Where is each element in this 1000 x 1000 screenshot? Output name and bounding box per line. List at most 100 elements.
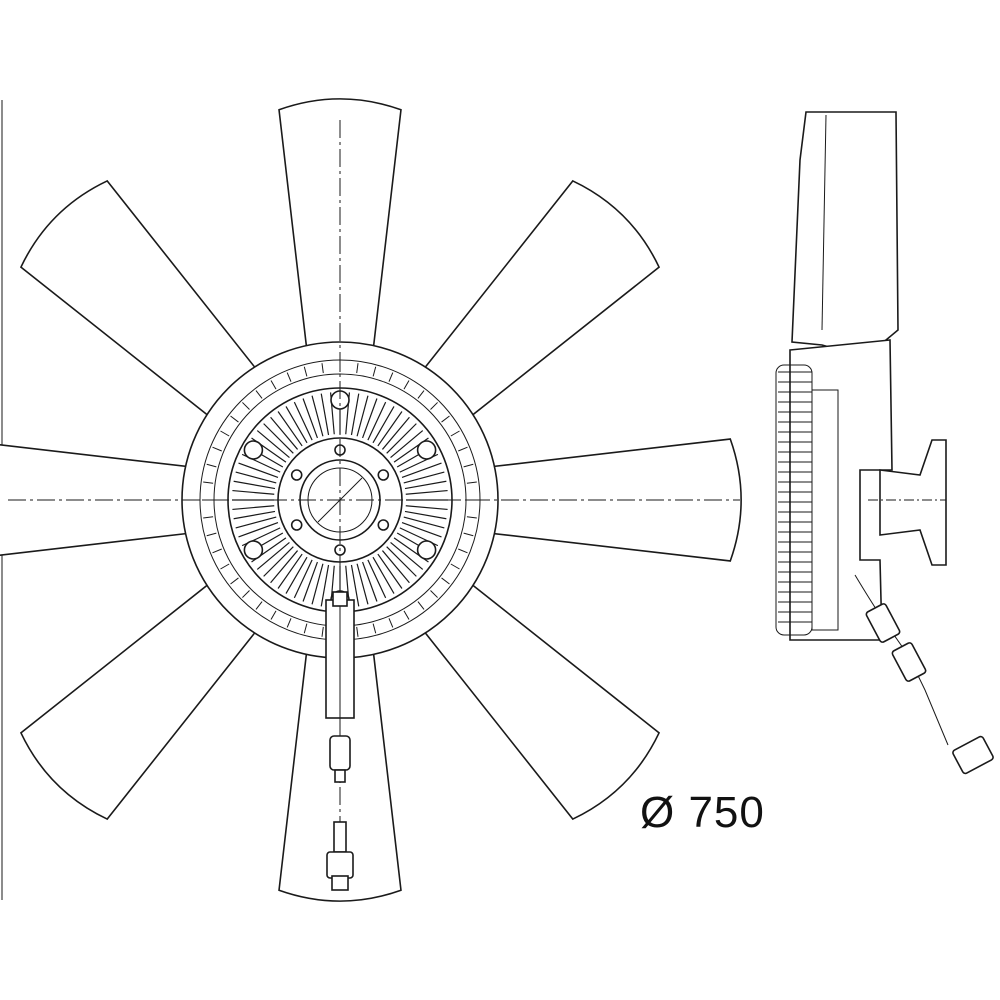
cooling-fin [403,471,445,484]
side-cable [854,574,994,775]
ring-slot [286,618,292,628]
ring-slot [321,363,324,374]
cooling-fin [377,411,403,447]
clutch-boss [243,440,264,460]
cooling-fin [233,510,276,520]
cooling-fin [302,561,318,602]
ring-slot [441,577,450,585]
ring-slot [242,590,250,598]
cooling-fin [235,471,277,484]
cooling-fin [285,556,308,594]
cooling-fin [386,546,417,577]
ring-slot [242,402,250,410]
ring-slots [202,362,478,638]
ring-slot [466,516,477,519]
fan-blades [0,98,742,902]
ring-slot [206,463,217,468]
cooling-fin [372,556,395,594]
cooling-fin [263,546,294,577]
ring-slot [220,563,230,570]
cooling-fin [405,489,448,495]
cooling-fin [401,522,442,538]
ring-slot [203,516,214,519]
cooling-fin [350,393,360,436]
cooling-fin [238,522,279,538]
cooling-fin [390,430,424,459]
ring-slot [372,623,377,634]
hub-bolt [377,519,390,531]
hub-bolt [377,469,390,481]
ring-slot [255,390,263,399]
cooling-fin [367,401,387,441]
cooling-fin [293,559,313,599]
side-clutch-core [811,389,839,631]
ring-slot [372,366,377,377]
fan-side-view [775,111,994,775]
cooling-fin [270,416,299,450]
fan-blade [485,438,742,562]
ring-slot [403,380,410,390]
ring-slot [220,430,230,437]
cooling-fin [285,406,308,444]
cooling-fin [390,541,424,570]
fan-blade [19,179,261,421]
cooling-fin [356,563,369,605]
ring-slot [417,390,425,399]
cooling-fin [238,462,279,478]
ring-slot [466,481,477,484]
ring-slot [388,372,394,382]
blade-edge-line [821,114,827,331]
clutch-boss [416,440,437,460]
cooling-fin [233,480,276,490]
cooling-fin [277,553,303,589]
cooling-fin [311,395,324,437]
cooling-fin [404,480,447,490]
clutch-boss [416,540,437,560]
ring-slot [450,430,460,437]
fan-blade [419,579,661,821]
hub-bolt [290,469,303,481]
cooling-fin [232,489,275,495]
ring-slot [430,590,438,598]
ring-slot [203,481,214,484]
ring-slot [458,446,468,452]
diameter-label: Ø 750 [640,788,765,837]
cooling-fin [256,541,290,570]
ring-slot [356,363,359,374]
cooling-fin [403,516,445,529]
ring-slot [286,372,292,382]
sensor-connector [329,718,351,783]
cooling-fin [381,550,410,584]
cooling-fin [232,505,275,511]
side-cooling-fins [775,364,813,636]
cooling-fin [350,564,360,607]
ring-slot [206,532,217,537]
cooling-fin [372,406,395,444]
cooling-fin [293,401,313,441]
cooling-fin [362,561,378,602]
ring-slot [463,532,474,537]
ring-slot [303,366,308,377]
hub-bolt [290,519,303,531]
cooling-fin [404,510,447,520]
ring-slot [450,563,460,570]
ring-slot [270,380,277,390]
cooling-fin [277,411,303,447]
ring-slot [303,623,308,634]
fan-front-view [0,98,742,902]
blade-side-profile [791,111,899,351]
sensor-probe [325,591,355,719]
ring-slot [255,601,263,610]
ring-slot [230,577,239,585]
ring-slot [321,626,324,637]
cooling-fin [362,398,378,439]
ring-slot [441,415,450,423]
cooling-fin [381,416,410,450]
cooling-fin [302,398,318,439]
side-hub [789,339,893,641]
cooling-fin [263,423,294,454]
ring-slot [230,415,239,423]
cooling-fin [377,553,403,589]
cooling-fin [320,564,330,607]
